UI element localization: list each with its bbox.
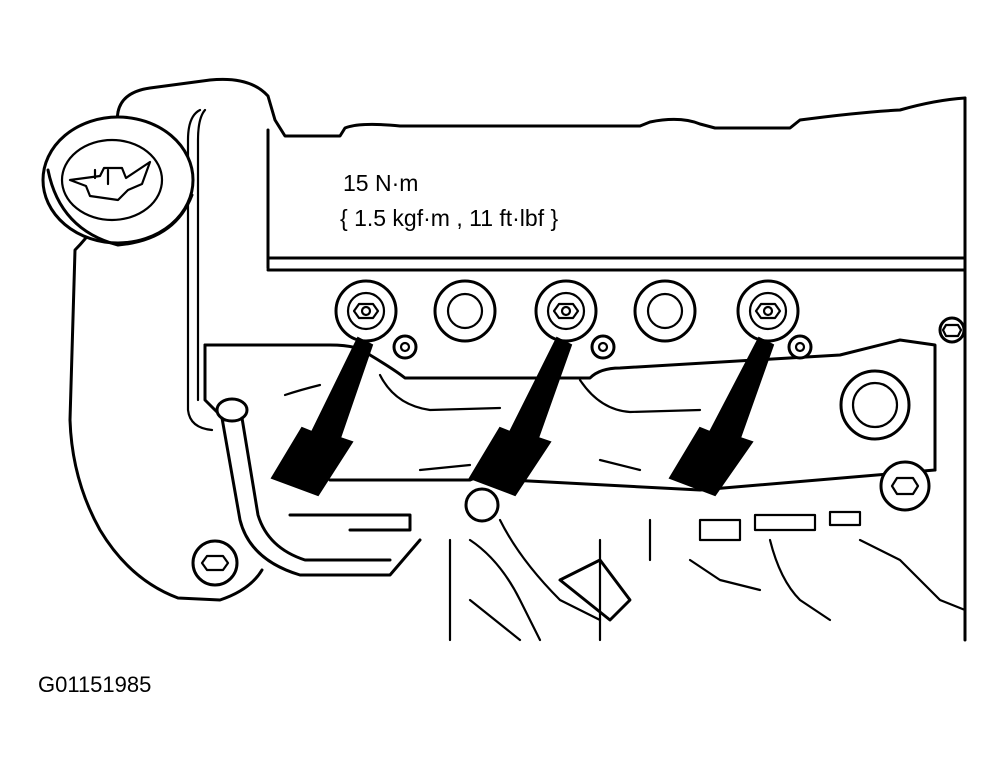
arrow-2 — [468, 336, 573, 497]
lower-components — [288, 510, 967, 642]
round-boss — [839, 369, 911, 441]
bolt-3 — [736, 279, 800, 343]
lower-bolt — [879, 460, 931, 512]
figure-id-label: G01151985 — [38, 672, 152, 697]
arrow-3 — [668, 336, 775, 497]
torque-conversion-label: { 1.5 kgf·m , 11 ft·lbf } — [340, 205, 559, 231]
torque-value-label: 15 N·m — [343, 170, 419, 196]
bolt-1 — [334, 279, 398, 343]
bolt-boss-1 — [433, 279, 497, 343]
bolt-boss-2 — [633, 279, 697, 343]
small-studs — [392, 316, 966, 523]
oil-filler-cap — [41, 115, 195, 247]
left-bolt — [191, 539, 239, 587]
arrow-1 — [270, 336, 374, 497]
bolt-2 — [534, 279, 598, 343]
oil-tube — [215, 397, 422, 577]
